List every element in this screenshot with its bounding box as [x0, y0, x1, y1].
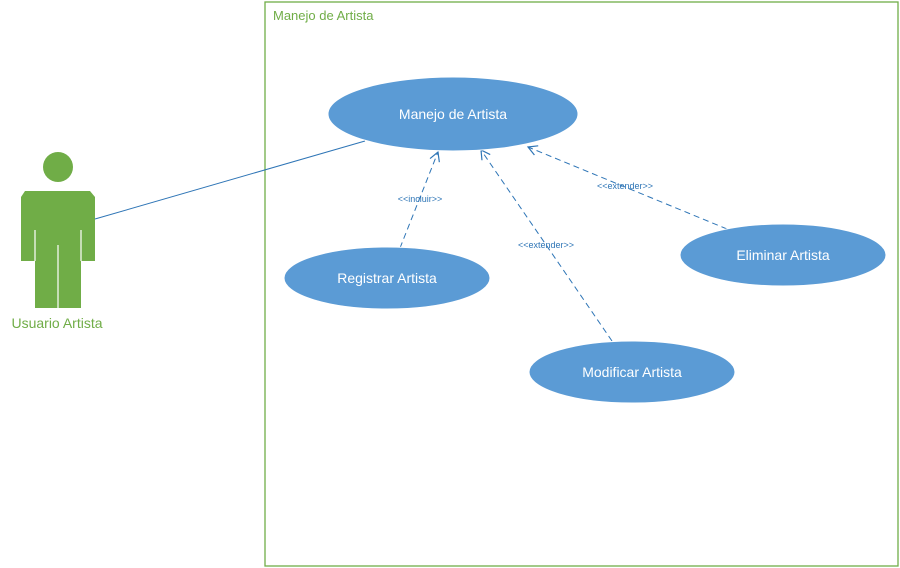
- association-line: [94, 140, 366, 220]
- extend-label-eliminar: <<extender>>: [597, 181, 653, 191]
- extend-arrow-modificar: [480, 148, 613, 342]
- extend-arrow-eliminar: [526, 145, 728, 230]
- use-case-eliminar-artista: Eliminar Artista: [679, 223, 887, 287]
- include-label: <<incluir>>: [398, 194, 443, 204]
- use-case-label-modificar: Modificar Artista: [582, 364, 682, 380]
- system-title: Manejo de Artista: [273, 8, 374, 23]
- use-case-registrar-artista: Registrar Artista: [283, 246, 491, 310]
- use-case-label-main: Manejo de Artista: [399, 106, 507, 122]
- extend-label-modificar: <<extender>>: [518, 240, 574, 250]
- actor-label: Usuario Artista: [11, 315, 102, 331]
- use-case-label-registrar: Registrar Artista: [337, 270, 437, 286]
- system-boundary: [264, 1, 899, 567]
- include-arrow: [399, 150, 440, 249]
- use-case-manejo-de-artista: Manejo de Artista: [327, 76, 579, 152]
- use-case-label-eliminar: Eliminar Artista: [736, 247, 830, 263]
- use-case-modificar-artista: Modificar Artista: [528, 340, 736, 404]
- actor-usuario-artista: Usuario Artista: [11, 152, 103, 331]
